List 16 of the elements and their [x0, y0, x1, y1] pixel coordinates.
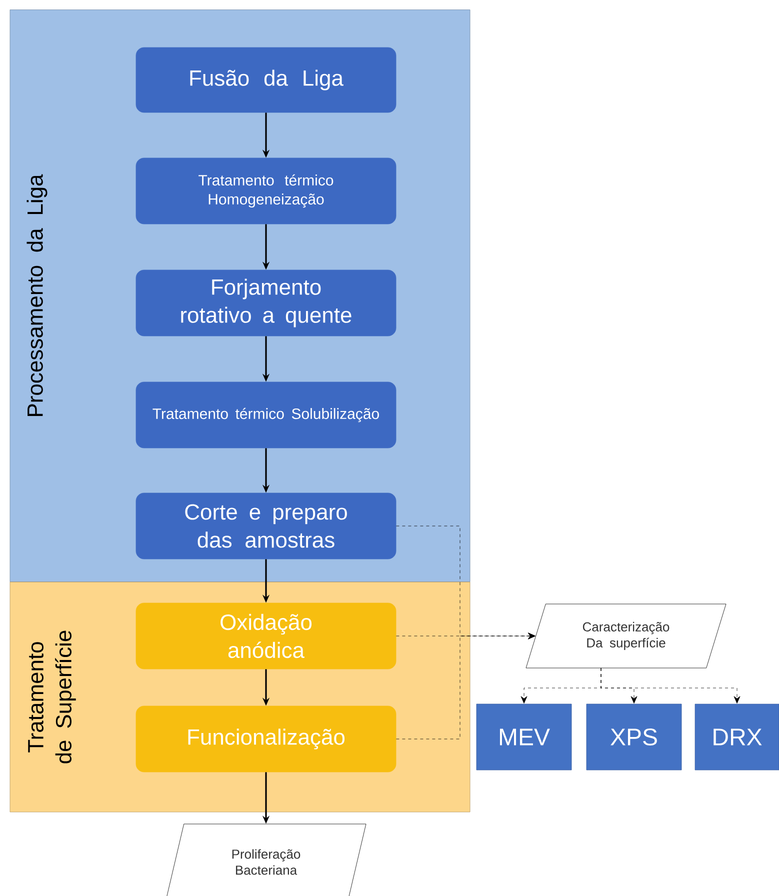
process-box: Forjamento rotativo a quente [136, 270, 396, 336]
process-box: Tratamento térmico Solubilização [136, 382, 396, 448]
process-box: Tratamento térmico Homogeneização [136, 158, 396, 224]
data-parallelogram: Caracterização Da superfície [526, 604, 726, 668]
process-box: Fusão da Liga [136, 47, 396, 113]
process-box: Funcionalização [136, 706, 396, 772]
process-box: Corte e preparo das amostras [136, 492, 396, 560]
method-box: MEV [476, 704, 572, 770]
method-box: DRX [694, 704, 779, 770]
method-box: XPS [586, 704, 682, 770]
process-box: Oxidação anódica [136, 602, 396, 670]
panel-title: Tratamento de Superfície [28, 630, 76, 764]
arrow [600, 668, 740, 704]
arrow [396, 632, 536, 740]
data-parallelogram: Proliferação Bacteriana [166, 824, 366, 896]
panel-title: Processamento da Liga [26, 174, 48, 416]
